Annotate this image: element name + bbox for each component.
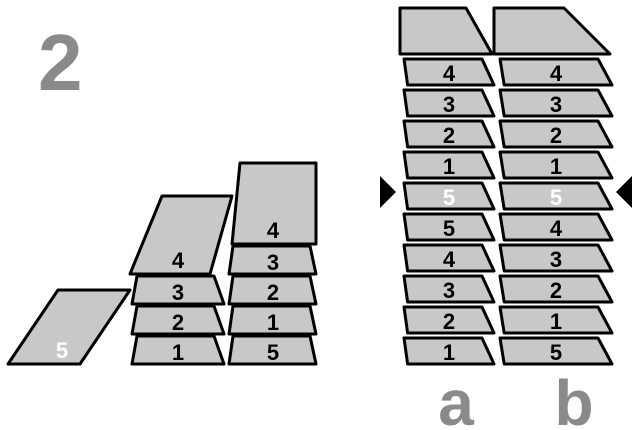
sheet-number: 5 bbox=[267, 340, 279, 365]
stack-2: 5 1 2 3 4 bbox=[227, 161, 318, 366]
sheet-number: 5 bbox=[443, 216, 455, 241]
column-a-card-top bbox=[398, 6, 494, 56]
column-a-card-5: 5 bbox=[402, 212, 496, 242]
sheet-number: 1 bbox=[267, 310, 279, 335]
paper-sheet bbox=[498, 119, 614, 149]
sheet-number: 2 bbox=[267, 280, 279, 305]
column-a-card-7: 1 bbox=[402, 150, 496, 180]
step-number: 2 bbox=[38, 18, 83, 107]
sheet-number: 3 bbox=[550, 92, 562, 117]
sheet-number: 1 bbox=[443, 340, 455, 365]
sheet-number: 5 bbox=[56, 338, 68, 363]
sheet-number: 2 bbox=[443, 123, 455, 148]
single-card: 5 bbox=[6, 288, 132, 366]
column-b-card-10: 4 bbox=[498, 57, 614, 87]
paper-sheet bbox=[402, 243, 496, 273]
stack-1: 1 2 3 4 bbox=[128, 194, 234, 366]
stack-2-card-3: 3 bbox=[227, 244, 318, 276]
column-a-card-8: 2 bbox=[402, 119, 496, 149]
paper-sheet bbox=[498, 88, 614, 118]
sheet-number: 4 bbox=[443, 61, 456, 86]
column-a-card-9: 3 bbox=[402, 88, 496, 118]
stack-2-card-5: 5 bbox=[227, 334, 318, 366]
column-a: 1 2 3 4 5 5 1 2 3 4 a bbox=[398, 6, 496, 430]
paper-sheet bbox=[498, 212, 614, 242]
paper-sheet bbox=[498, 243, 614, 273]
sheet-number: 2 bbox=[172, 310, 184, 335]
column-b-card-top bbox=[492, 6, 612, 56]
position-marker-left-icon bbox=[380, 176, 396, 208]
paper-sheet bbox=[402, 181, 496, 211]
sheet-number: 5 bbox=[550, 185, 562, 210]
paper-sheet bbox=[498, 305, 614, 335]
paper-sheet bbox=[402, 88, 496, 118]
column-b-card-5: 4 bbox=[498, 212, 614, 242]
stack-2-card-2: 2 bbox=[227, 274, 318, 306]
paper-sheet bbox=[498, 150, 614, 180]
stack-1-card-4: 4 bbox=[128, 194, 234, 276]
column-b-label: b bbox=[554, 367, 593, 430]
paper-sheet bbox=[402, 150, 496, 180]
column-b-card-7: 1 bbox=[498, 150, 614, 180]
column-a-card-1: 1 bbox=[402, 336, 496, 366]
stack-1-card-2: 2 bbox=[130, 304, 226, 336]
left-panel: 5 1 2 3 4 5 bbox=[6, 161, 318, 366]
paper-sheet bbox=[402, 57, 496, 87]
paper-sheet bbox=[6, 288, 132, 366]
sheet-number: 5 bbox=[550, 340, 562, 365]
sheet-number: 5 bbox=[443, 185, 455, 210]
column-a-label: a bbox=[438, 367, 474, 430]
paper-sheet bbox=[498, 336, 614, 366]
stack-1-card-3: 3 bbox=[130, 274, 226, 306]
paper-sheet bbox=[498, 57, 614, 87]
sheet-number: 3 bbox=[443, 278, 455, 303]
column-a-card-2: 2 bbox=[402, 305, 496, 335]
sheet-number: 3 bbox=[443, 92, 455, 117]
paper-sheet bbox=[402, 274, 496, 304]
column-a-card-4: 4 bbox=[402, 243, 496, 273]
column-a-card-10: 4 bbox=[402, 57, 496, 87]
sheet-number: 4 bbox=[550, 61, 563, 86]
column-a-card-3: 3 bbox=[402, 274, 496, 304]
column-b-card-2: 1 bbox=[498, 305, 614, 335]
column-a-card-6: 5 bbox=[402, 181, 496, 211]
right-panel: 1 2 3 4 5 5 1 2 3 4 a 5 1 2 3 4 5 1 2 3 4 b bbox=[380, 6, 632, 430]
paper-sheet bbox=[498, 274, 614, 304]
column-b-card-6: 5 bbox=[498, 181, 614, 211]
column-b-card-3: 2 bbox=[498, 274, 614, 304]
paper-sheet bbox=[402, 212, 496, 242]
paper-sheet bbox=[498, 181, 614, 211]
position-marker-right-icon bbox=[616, 176, 632, 208]
sheet-number: 1 bbox=[550, 154, 562, 179]
paper-sheet bbox=[402, 119, 496, 149]
sheet-number: 3 bbox=[267, 250, 279, 275]
stack-1-card-1: 1 bbox=[130, 334, 226, 366]
column-b-card-8: 2 bbox=[498, 119, 614, 149]
stack-2-card-1: 1 bbox=[227, 304, 318, 336]
sheet-number: 1 bbox=[443, 154, 455, 179]
column-b-card-9: 3 bbox=[498, 88, 614, 118]
column-b-card-1: 5 bbox=[498, 336, 614, 366]
sheet-number: 1 bbox=[172, 340, 184, 365]
paper-sheet bbox=[402, 305, 496, 335]
sheet-number: 3 bbox=[172, 280, 184, 305]
sheet-number: 4 bbox=[172, 248, 185, 273]
sheet-number: 4 bbox=[550, 216, 563, 241]
stack-2-card-4: 4 bbox=[230, 161, 318, 246]
sheet-number: 2 bbox=[443, 309, 455, 334]
paper-sheet bbox=[402, 336, 496, 366]
sheet-number: 2 bbox=[550, 123, 562, 148]
sheet-number: 2 bbox=[550, 278, 562, 303]
column-b-card-4: 3 bbox=[498, 243, 614, 273]
sheet-number: 4 bbox=[267, 218, 280, 243]
sheet-number: 1 bbox=[550, 309, 562, 334]
sheet-number: 3 bbox=[550, 247, 562, 272]
column-b: 5 1 2 3 4 5 1 2 3 4 b bbox=[492, 6, 614, 430]
sheet-number: 4 bbox=[443, 247, 456, 272]
